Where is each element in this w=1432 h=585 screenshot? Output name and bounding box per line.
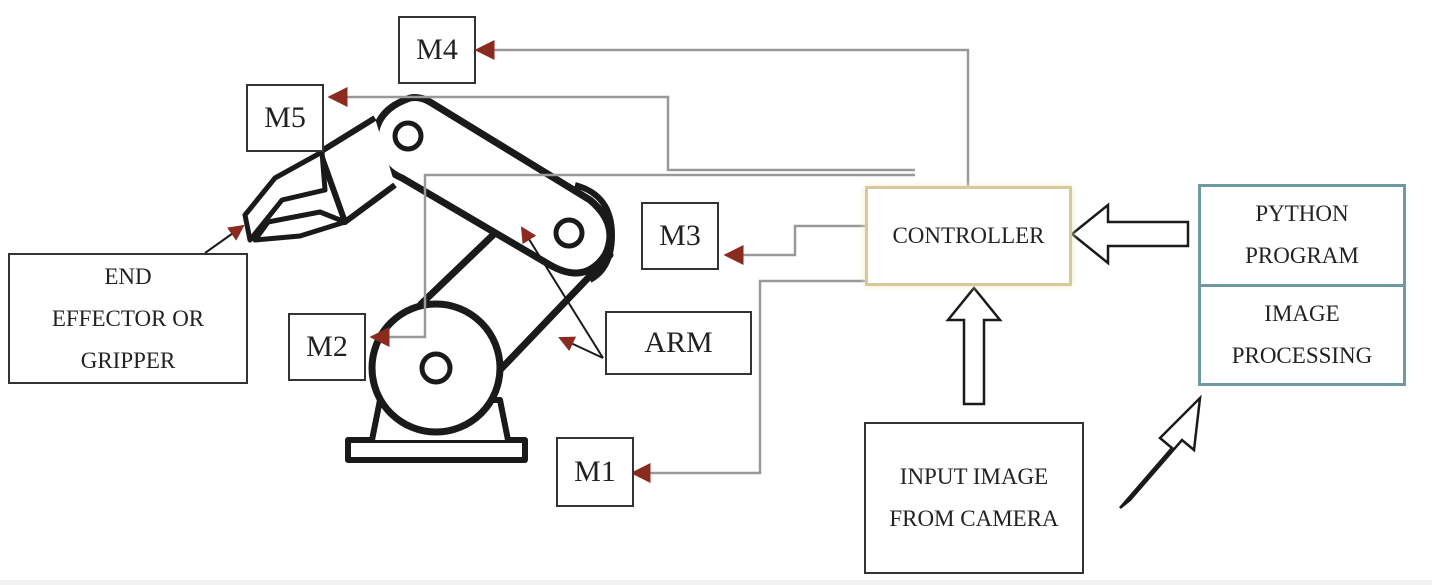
- arm-pointer-lower: [558, 336, 604, 359]
- camera-to-processing-arrow: [1119, 394, 1202, 509]
- end-effector-line1: END: [104, 263, 152, 289]
- camera-input-box: INPUT IMAGE FROM CAMERA: [864, 422, 1084, 574]
- flow-arrows: [945, 202, 1202, 509]
- python-program-line1: PYTHON: [1255, 201, 1349, 227]
- camera-input-line2: FROM CAMERA: [889, 506, 1059, 531]
- arm-label: ARM: [644, 326, 713, 359]
- wire-m4: [474, 40, 970, 186]
- gripper-lower-jaw: [252, 209, 348, 243]
- arm-elbow-pivot: [553, 217, 585, 249]
- arm-elbow-cover: [574, 182, 615, 283]
- arm-shoulder-pivot: [392, 120, 424, 152]
- motor-m3-box: M3: [641, 202, 719, 270]
- motor-m1-label: M1: [574, 455, 616, 488]
- control-wires: [327, 40, 970, 483]
- bottom-border-strip: [0, 580, 1432, 585]
- motor-m5-box: M5: [246, 84, 324, 152]
- motor-m3-label: M3: [659, 219, 701, 252]
- motor-m4-label: M4: [416, 33, 458, 66]
- program-to-controller-arrow: [1070, 202, 1190, 266]
- robot-arm-illustration: [242, 94, 615, 463]
- end-effector-pointer: [204, 224, 245, 254]
- python-program-section: PYTHON PROGRAM: [1201, 187, 1403, 284]
- label-pointers: [204, 224, 604, 359]
- software-box: PYTHON PROGRAM IMAGE PROCESSING: [1198, 184, 1406, 386]
- motor-m5-label: M5: [264, 101, 306, 134]
- python-program-line2: PROGRAM: [1245, 243, 1359, 269]
- image-processing-line2: PROCESSING: [1231, 342, 1373, 368]
- end-effector-line3: GRIPPER: [80, 347, 176, 373]
- end-effector-line2: EFFECTOR OR: [51, 305, 205, 331]
- wire-m3: [723, 224, 865, 265]
- motor-m4-box: M4: [398, 16, 476, 84]
- wire-m5: [327, 87, 915, 172]
- controller-box: CONTROLLER: [865, 186, 1072, 286]
- image-processing-line1: IMAGE: [1264, 300, 1340, 326]
- arm-base-pivot: [419, 351, 453, 385]
- wire-m2: [369, 173, 915, 347]
- motor-m2-box: M2: [288, 313, 366, 381]
- image-processing-section: IMAGE PROCESSING: [1201, 283, 1403, 384]
- arm-pointer-upper: [520, 226, 604, 359]
- gripper-upper-jaw: [242, 149, 328, 243]
- arm-label-box: ARM: [605, 311, 752, 375]
- camera-to-controller-arrow: [945, 286, 1003, 406]
- camera-input-line1: INPUT IMAGE: [899, 464, 1049, 489]
- controller-label: CONTROLLER: [892, 223, 1045, 248]
- motor-m1-box: M1: [556, 437, 634, 507]
- wire-m1: [630, 279, 865, 483]
- end-effector-box: END EFFECTOR OR GRIPPER: [8, 253, 248, 384]
- arm-base-plate: [345, 437, 528, 463]
- motor-m2-label: M2: [306, 330, 348, 363]
- arm-wrist-link: [317, 115, 397, 225]
